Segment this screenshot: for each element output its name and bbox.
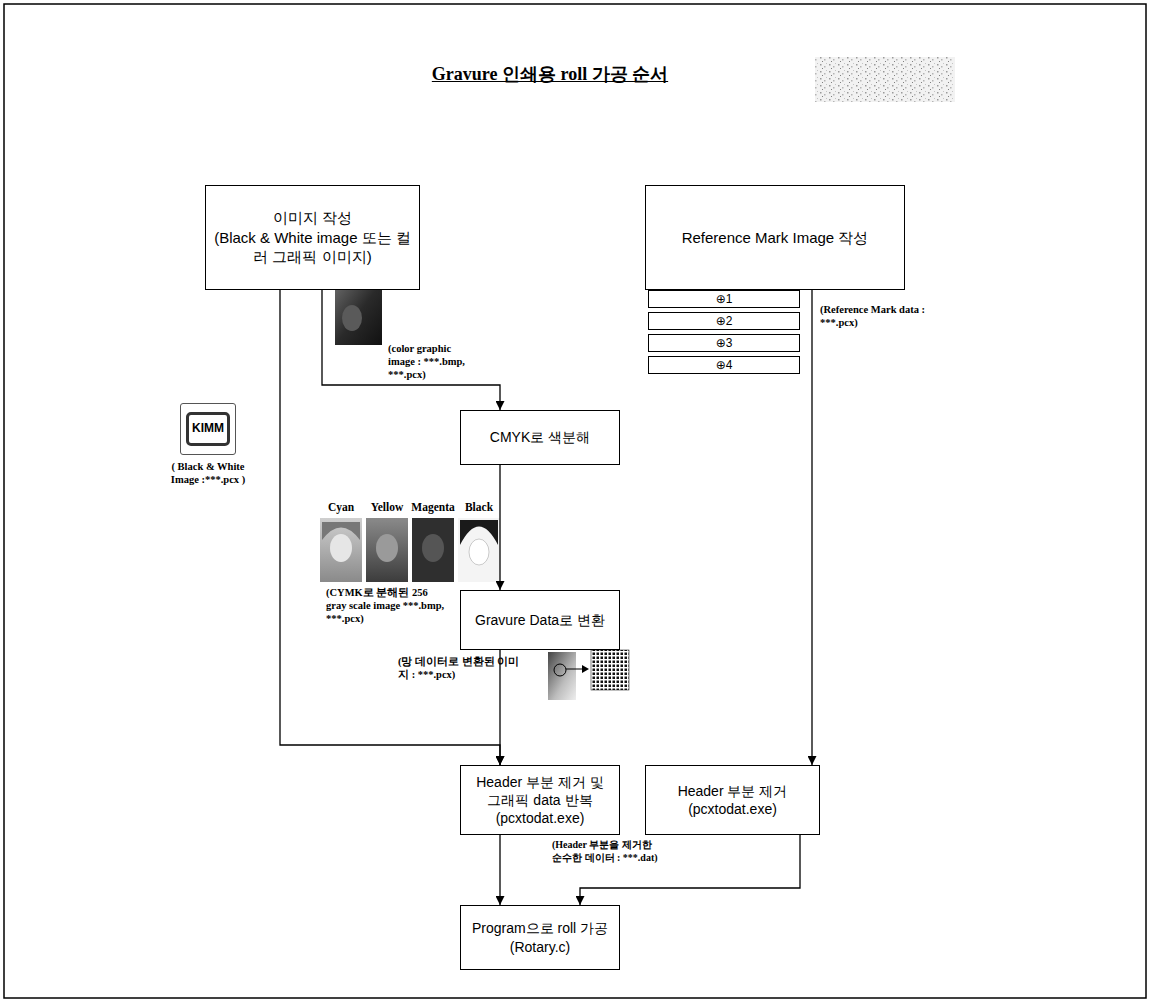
- box-subtext: (Rotary.c): [510, 938, 570, 956]
- box-text: ⊕4: [716, 358, 733, 372]
- process-box: Header 부분 제거(pcxtodat.exe): [645, 765, 820, 835]
- flow-arrow: [499, 465, 500, 590]
- box-subtext: (pcxtodat.exe): [496, 809, 585, 827]
- page-frame: [4, 4, 1146, 998]
- box-text: 이미지 작성: [273, 208, 352, 228]
- reference-mark-box: ⊕3: [648, 334, 800, 352]
- flow-arrow: [322, 290, 500, 410]
- process-box: 이미지 작성(Black & White image 또는 컬러 그래픽 이미지…: [205, 185, 420, 290]
- cmyk-thumbnails: [320, 518, 500, 582]
- process-box: Program으로 roll 가공(Rotary.c): [460, 905, 620, 970]
- file-note: (망 데이터로 변환된 이미지 : ***.pcx): [398, 655, 526, 681]
- logo-text: KIMM: [186, 412, 230, 446]
- reference-mark-box: ⊕1: [648, 290, 800, 308]
- channel-name: Yellow: [362, 500, 412, 514]
- flow-arrow: [280, 290, 500, 765]
- flow-arrow: [499, 650, 500, 765]
- channel-name: Black: [454, 500, 504, 514]
- box-text: Header 부분 제거: [678, 782, 788, 800]
- process-box: Reference Mark Image 작성: [645, 185, 905, 290]
- box-text: Header 부분 제거 및 그래픽 data 반복: [468, 773, 612, 809]
- file-note: (CYMK로 분해된 256 gray scale image ***.bmp,…: [326, 586, 448, 625]
- file-note: (color graphic image : ***.bmp, ***.pcx): [388, 342, 476, 381]
- diagram-title: Gravure 인쇄용 roll 가공 순서: [330, 62, 770, 86]
- flow-arrow: [499, 835, 500, 905]
- channel-name: Magenta: [406, 500, 460, 514]
- box-text: Gravure Data로 변환: [475, 611, 605, 629]
- box-text: ⊕2: [716, 314, 733, 328]
- process-box: Header 부분 제거 및 그래픽 data 반복(pcxtodat.exe): [460, 765, 620, 835]
- box-text: ⊕1: [716, 292, 733, 306]
- flow-arrow: [811, 290, 812, 765]
- box-text: CMYK로 색분해: [490, 428, 590, 446]
- channel-name: Cyan: [316, 500, 366, 514]
- logo-box: KIMM: [180, 403, 236, 455]
- process-box: CMYK로 색분해: [460, 410, 620, 465]
- box-subtext: (pcxtodat.exe): [688, 800, 777, 818]
- box-text: ⊕3: [716, 336, 733, 350]
- process-box: Gravure Data로 변환: [460, 590, 620, 650]
- color-image-thumbnail: [335, 282, 382, 345]
- file-note: (Reference Mark data : ***.pcx): [820, 303, 938, 329]
- box-text: Reference Mark Image 작성: [682, 228, 869, 248]
- scan-noise: [815, 57, 955, 102]
- file-note: ( Black & White Image :***.pcx ): [160, 460, 256, 486]
- mesh-data-thumbnail: [548, 650, 629, 700]
- reference-mark-box: ⊕2: [648, 312, 800, 330]
- box-text: Program으로 roll 가공: [472, 919, 608, 937]
- reference-mark-box: ⊕4: [648, 356, 800, 374]
- file-note: (Header 부분을 제거한 순수한 데이터 : ***.dat): [552, 839, 660, 864]
- box-subtext: (Black & White image 또는 컬러 그래픽 이미지): [213, 228, 412, 267]
